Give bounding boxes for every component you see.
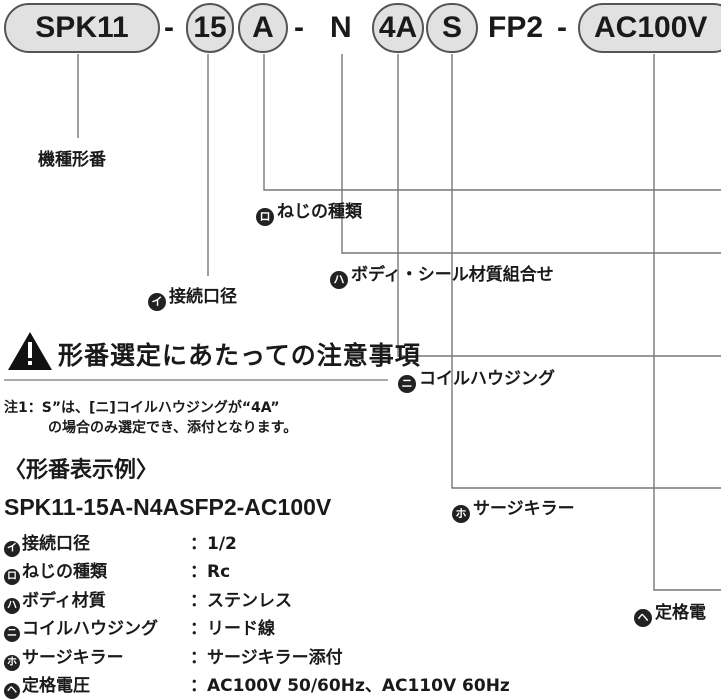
ha-marker-icon: ハ xyxy=(4,597,20,614)
he-marker-icon: ヘ xyxy=(634,609,652,627)
caution-note: 注1：S”は、[ニ]コイルハウジングが“4A” の場合のみ選定でき、添付となりま… xyxy=(4,398,297,438)
ni-marker-icon: ニ xyxy=(398,375,416,393)
code-pill-size: 15 xyxy=(186,3,234,53)
code-dash-1: - xyxy=(164,11,174,44)
caution-title: 形番選定にあたっての注意事項 xyxy=(58,341,421,370)
label-coil: ニコイルハウジング xyxy=(398,369,555,393)
code-dash-3: - xyxy=(557,11,567,44)
code-pill-surge: S xyxy=(426,3,478,53)
leader-thread xyxy=(263,54,721,191)
i-marker-icon: イ xyxy=(4,541,20,557)
ho-marker-icon: ホ xyxy=(4,654,20,671)
label-body-seal: ハボディ・シール材質組合せ xyxy=(330,265,554,289)
code-pill-voltage: AC100V xyxy=(578,3,721,53)
code-fp2: FP2 xyxy=(488,11,544,44)
he-marker-icon: ヘ xyxy=(4,682,20,699)
caution-note-line2: の場合のみ選定でき、添付となります。 xyxy=(48,420,298,436)
code-dash-2: - xyxy=(294,11,304,44)
label-rated: ヘ定格電 xyxy=(634,603,706,627)
leader-surge xyxy=(451,54,721,489)
ro-marker-icon: ロ xyxy=(256,208,274,226)
code-pill-thread: A xyxy=(238,3,288,53)
ho-marker-icon: ホ xyxy=(452,505,470,523)
code-pill-coil: 4A xyxy=(372,3,424,53)
caution-note-line1: 注1：S”は、[ニ]コイルハウジングが“4A” xyxy=(4,400,280,416)
i-marker-icon: イ xyxy=(148,293,166,311)
label-surge: ホサージキラー xyxy=(452,499,575,523)
ha-marker-icon: ハ xyxy=(330,271,348,289)
leader-body-seal xyxy=(341,54,721,254)
example-heading: 〈形番表示例〉 xyxy=(4,458,159,483)
ro-marker-icon: ロ xyxy=(4,569,20,586)
example-code: SPK11-15A-N4ASFP2-AC100V xyxy=(4,494,332,520)
code-pill-series: SPK11 xyxy=(4,3,160,53)
label-connection: イ接続口径 xyxy=(148,287,237,311)
leader-coil xyxy=(397,54,721,357)
label-thread: ロねじの種類 xyxy=(256,202,362,226)
code-body-seal: N xyxy=(330,11,352,44)
ni-marker-icon: ニ xyxy=(4,626,20,643)
leader-rated xyxy=(653,54,721,591)
label-model: 機種形番 xyxy=(38,150,106,170)
caution-header xyxy=(4,332,388,381)
